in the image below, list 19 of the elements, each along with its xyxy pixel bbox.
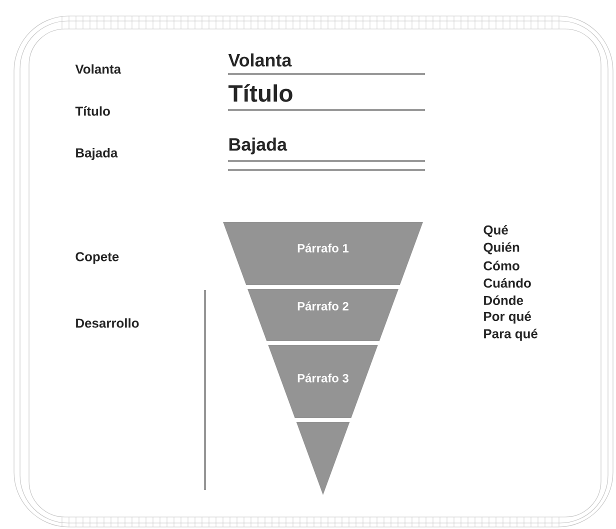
term-label: Bajada xyxy=(76,148,118,160)
paragraph-band: Párrafo 2 xyxy=(248,289,398,341)
term-label: Título xyxy=(75,106,110,116)
question-word: Qué xyxy=(484,224,508,238)
paragraph-band: Párrafo 3 xyxy=(268,345,378,418)
headline-sample: Título xyxy=(228,84,292,102)
question-word: Dónde xyxy=(484,295,524,305)
headline-sample: Volanta xyxy=(228,53,292,67)
question-word: Cuándo xyxy=(484,278,531,288)
triangle-band xyxy=(296,422,350,495)
term-label: Copete xyxy=(76,252,119,264)
term-label: Volanta xyxy=(75,64,122,74)
question-word: Quién xyxy=(484,242,520,254)
question-word: Por qué xyxy=(484,311,531,324)
question-word: Cómo xyxy=(484,260,520,270)
term-label: Desarrollo xyxy=(76,318,139,328)
paragraph-band: Párrafo 1 xyxy=(223,222,423,285)
question-word: Para qué xyxy=(484,328,538,341)
headline-sample: Bajada xyxy=(229,138,288,154)
